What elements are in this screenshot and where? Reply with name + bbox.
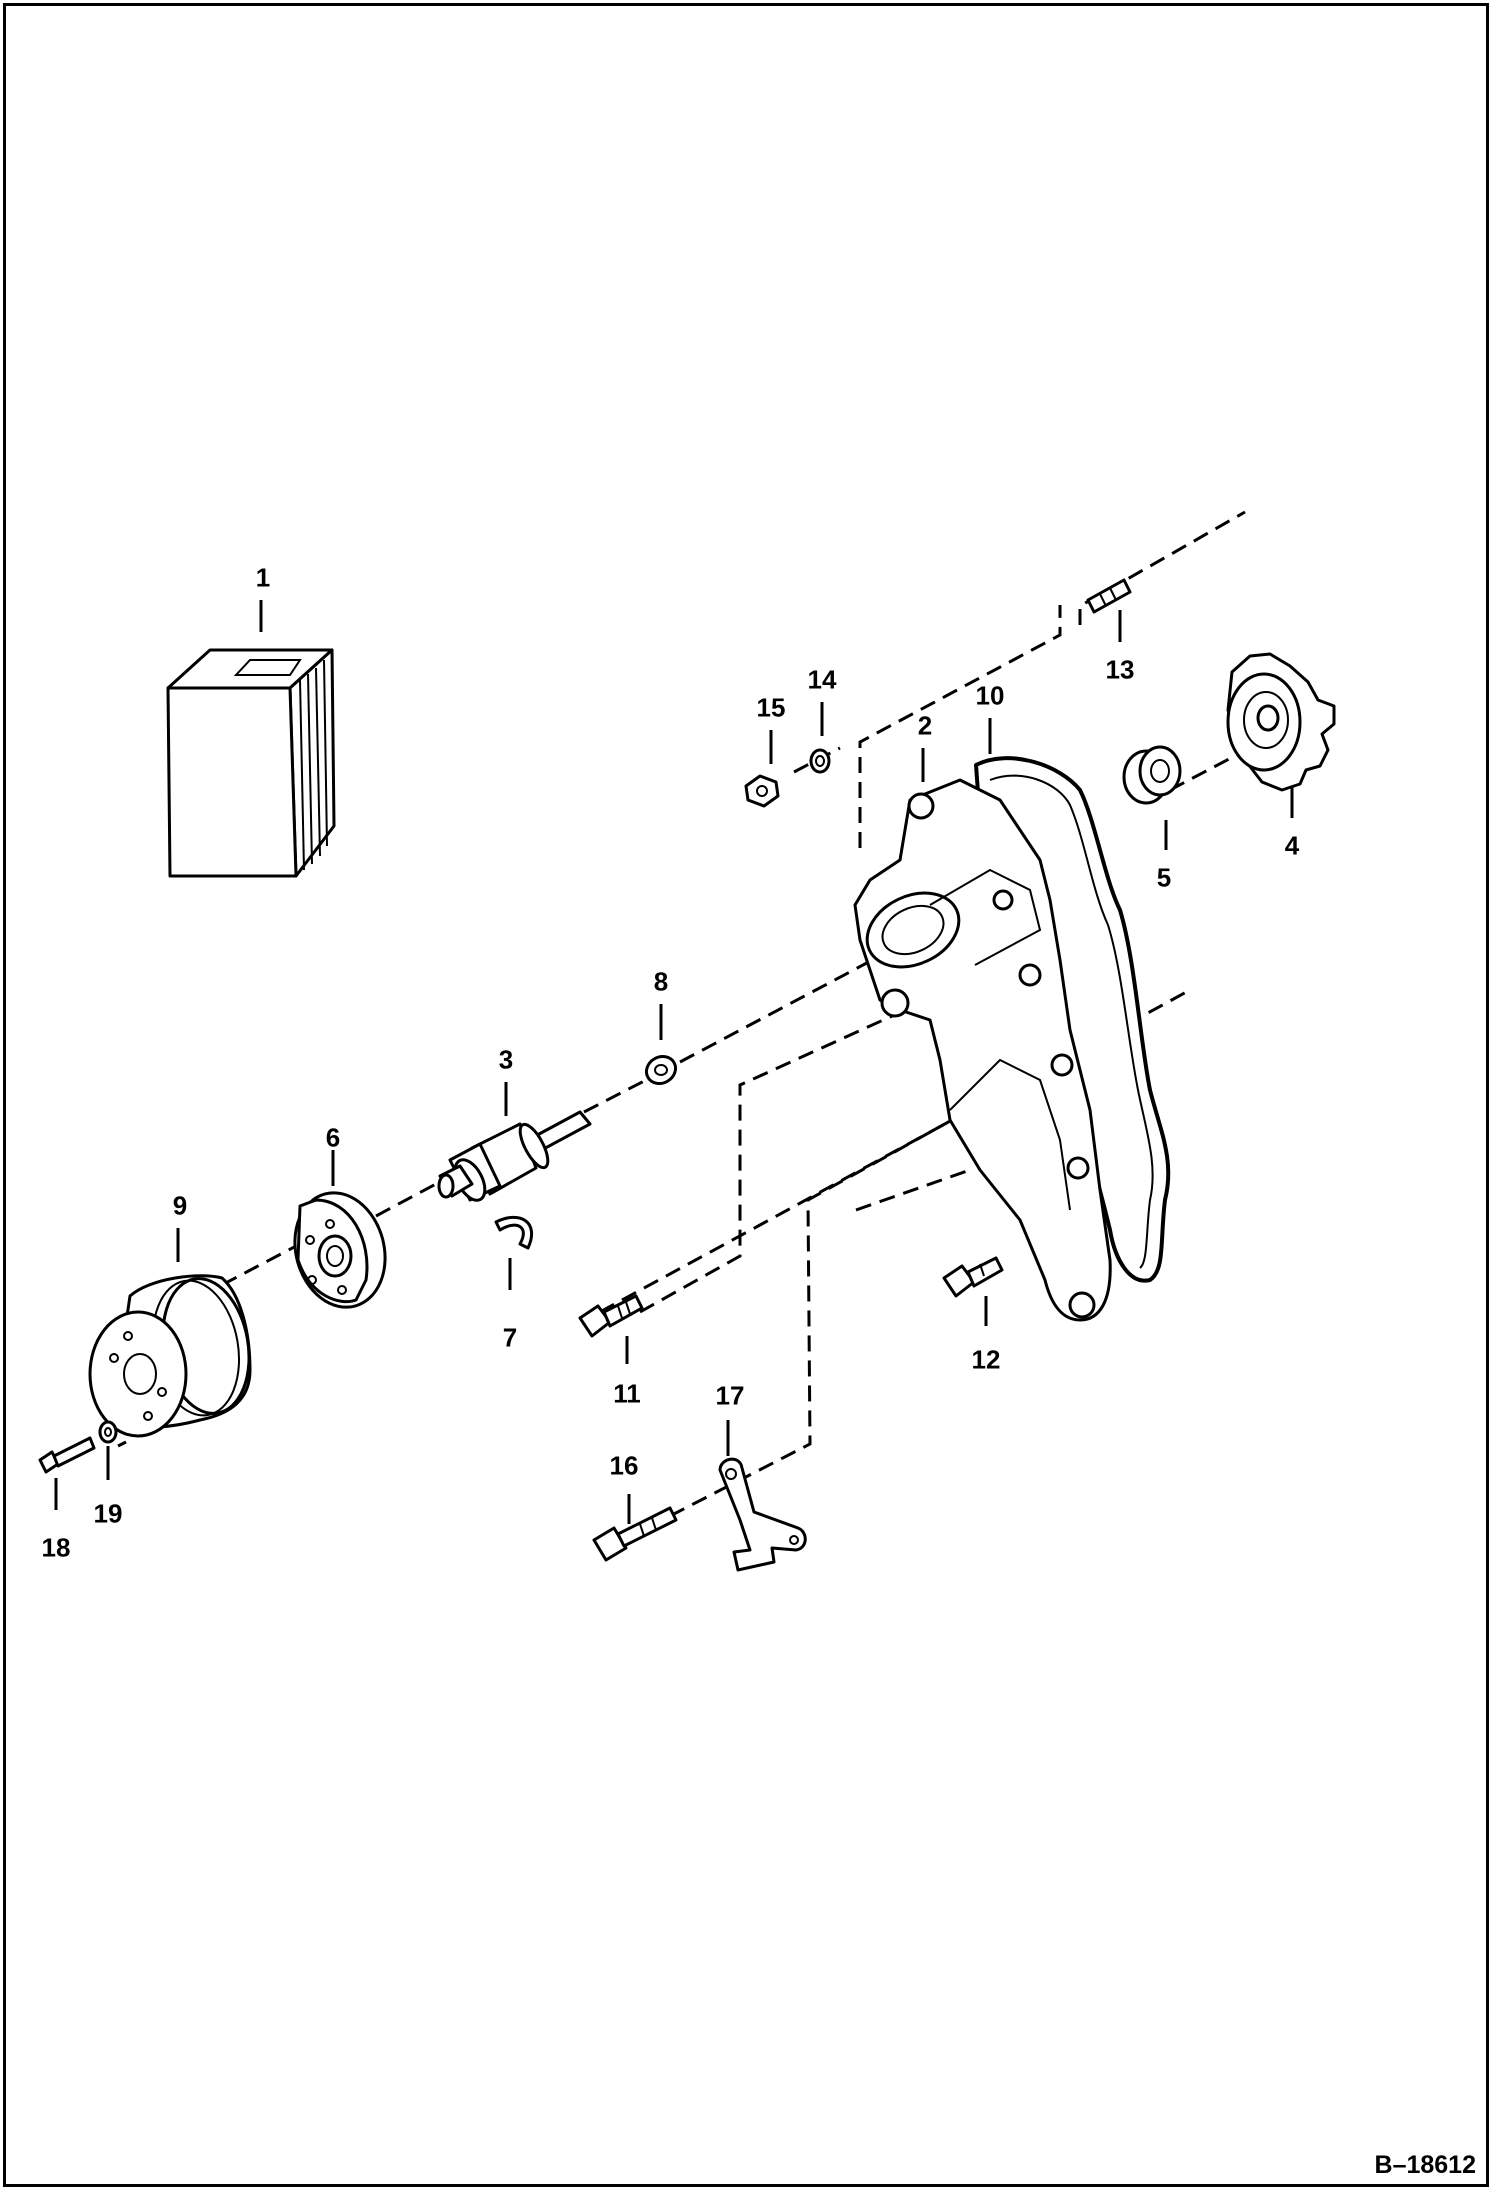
part-4-impeller <box>1226 652 1336 792</box>
part-1-kit-box <box>166 648 336 878</box>
callout-5: 5 <box>1156 862 1172 893</box>
callout-8: 8 <box>653 966 669 997</box>
part-8-washer <box>644 1054 678 1086</box>
callout-6: 6 <box>325 1122 341 1153</box>
callout-14: 14 <box>807 664 837 695</box>
part-5-seal <box>1122 745 1182 805</box>
callout-9: 9 <box>172 1190 188 1221</box>
figure-id: B–18612 <box>1374 2151 1476 2179</box>
part-17-bracket <box>718 1457 807 1572</box>
callout-19: 19 <box>93 1498 123 1529</box>
part-16-bolt <box>592 1506 678 1562</box>
part-9-fan-pulley <box>88 1274 252 1438</box>
part-2-pump-housing <box>853 778 1112 1322</box>
part-11-bolt <box>578 1294 644 1338</box>
part-12-bolt <box>942 1256 1004 1298</box>
part-3-shaft-bearing <box>437 1110 592 1202</box>
callout-12: 12 <box>971 1344 1001 1375</box>
part-18-bolt <box>38 1436 96 1474</box>
part-7-snap-ring <box>494 1215 534 1250</box>
callout-2: 2 <box>917 710 933 741</box>
callout-13: 13 <box>1105 654 1135 685</box>
callout-17: 17 <box>715 1380 745 1411</box>
callout-7: 7 <box>502 1322 518 1353</box>
callout-11: 11 <box>613 1378 641 1409</box>
callout-3: 3 <box>498 1044 514 1075</box>
callout-10: 10 <box>975 680 1005 711</box>
part-19-washer <box>98 1420 118 1444</box>
part-13-stud <box>1086 578 1132 614</box>
callout-4: 4 <box>1284 830 1300 861</box>
callout-18: 18 <box>41 1532 71 1563</box>
callout-leader-lines <box>54 600 1294 1524</box>
callout-16: 16 <box>609 1450 639 1481</box>
part-15-nut <box>744 774 780 808</box>
part-6-hub <box>293 1191 387 1309</box>
callout-1: 1 <box>255 562 271 593</box>
callout-15: 15 <box>756 692 786 723</box>
diagram-frame <box>3 3 1489 2187</box>
part-14-lock-washer <box>809 748 831 774</box>
